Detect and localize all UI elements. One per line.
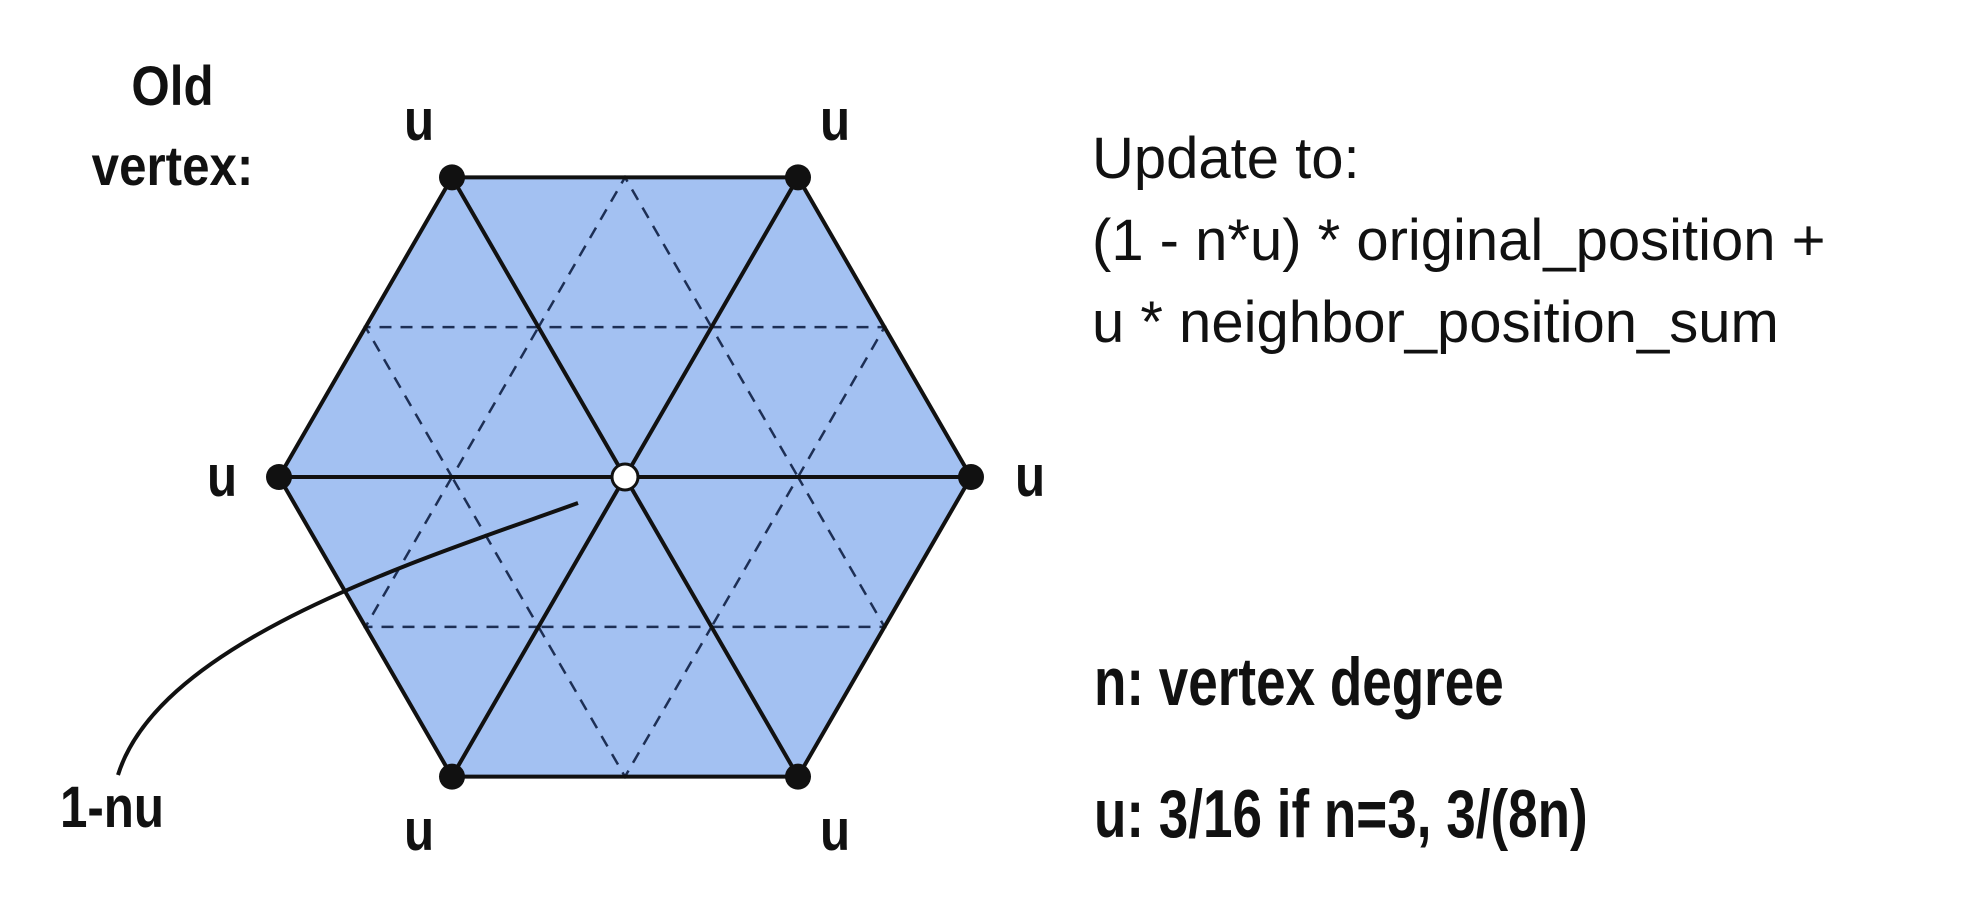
hexagon-edge (277, 475, 454, 778)
weight-label-bottom-right: u (819, 798, 851, 863)
weight-label-left: u (206, 444, 238, 509)
formula-line-3: u * neighbor_position_sum (1092, 290, 1779, 355)
neighbor-vertex-dot (439, 164, 465, 191)
formula-line-2: (1 - n*u) * original_position + (1092, 208, 1826, 273)
center-weight-leader-line (116, 501, 579, 776)
weight-label-top-right: u (819, 88, 851, 153)
old-vertex-title-line2: vertex: (91, 134, 254, 197)
formula-line-1: Update to: (1092, 126, 1360, 191)
neighbor-vertex-dot (785, 763, 811, 790)
subdivision-dashed-triangle (363, 325, 541, 480)
subdivision-dashed-triangle (536, 625, 714, 780)
subdivision-dashed-triangle (363, 474, 541, 629)
center-weight-label: 1-nu (59, 775, 165, 840)
weight-label-right: u (1014, 444, 1046, 509)
subdivision-dashed-triangle (536, 174, 714, 329)
weight-label-top-left: u (403, 88, 435, 153)
weight-label-bottom-left: u (403, 798, 435, 863)
definition-n: n: vertex degree (1094, 644, 1504, 720)
hexagon-edge (796, 475, 973, 778)
neighbor-vertex-dot (958, 464, 984, 490)
subdivision-dashed-triangle (709, 325, 887, 480)
neighbor-vertex-dot (785, 164, 811, 191)
subdivision-dashed-triangle (709, 474, 887, 629)
hexagon-edge (277, 176, 454, 478)
definition-u: u: 3/16 if n=3, 3/(8n) (1094, 776, 1588, 852)
spoke-edge (623, 176, 800, 478)
old-vertex-title: Old vertex: (74, 46, 272, 206)
hexagon-edge (796, 176, 973, 478)
spoke-edge (450, 475, 627, 778)
neighbor-vertex-dot (266, 464, 292, 490)
old-vertex-title-line1: Old (131, 54, 214, 117)
update-formula: Update to: (1 - n*u) * original_position… (1092, 118, 1825, 364)
neighbor-vertex-dot (439, 763, 465, 790)
spoke-edge (623, 475, 800, 778)
spoke-edge (450, 176, 627, 478)
center-vertex-dot (610, 462, 640, 492)
